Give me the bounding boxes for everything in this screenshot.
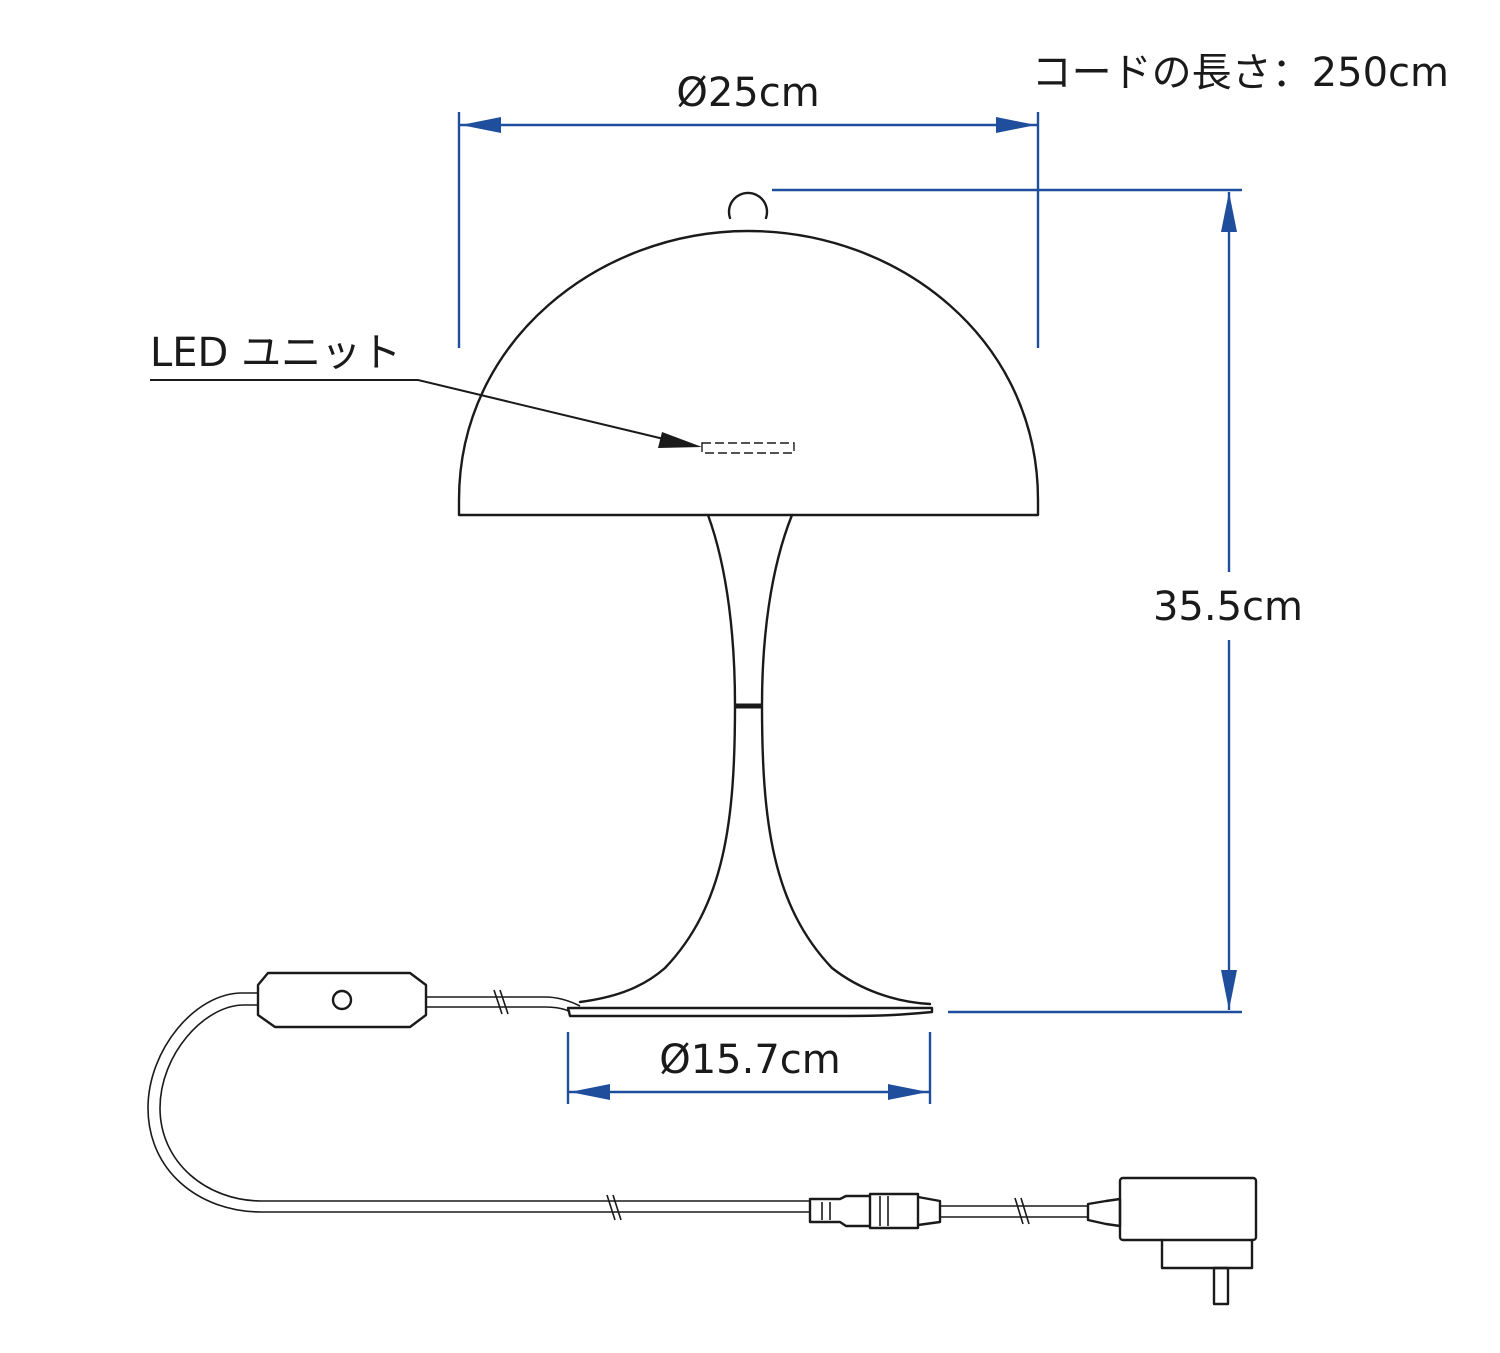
led-unit-label: LED ユニット (150, 330, 401, 376)
power-adapter (1118, 1176, 1258, 1242)
cord-break-2 (606, 1194, 622, 1221)
lamp-shade (457, 229, 1040, 517)
cord-break-1 (493, 989, 509, 1015)
arrow-head (1221, 192, 1237, 232)
led-leader (150, 379, 702, 448)
led-leader-line (150, 379, 669, 441)
arrow-head (888, 1084, 928, 1100)
cord-switch (256, 971, 428, 1029)
cord-break-3 (1014, 1197, 1030, 1225)
adapter-plug-pin (1212, 1266, 1230, 1306)
adapter-cord (940, 1205, 1088, 1218)
led-unit (701, 442, 795, 454)
adapter-strain-relief (1086, 1197, 1122, 1228)
top-knob (727, 191, 769, 220)
arrow-head (461, 117, 501, 133)
lamp-stem-left (578, 513, 737, 1004)
cord-exit (426, 996, 581, 1013)
led-leader-arrow (658, 432, 702, 448)
cord-length-label: コードの長さ：250cm (1032, 50, 1449, 96)
dimension-lines (457, 112, 1242, 1104)
base-diameter-label: Ø15.7cm (659, 1037, 841, 1083)
height-label: 35.5cm (1153, 584, 1303, 630)
arrow-head (570, 1084, 610, 1100)
arrow-head (996, 117, 1036, 133)
shade-diameter-label: Ø25cm (676, 70, 819, 116)
cord-loop-inner (159, 1004, 810, 1202)
switch-button (331, 989, 353, 1011)
adapter-plug-body (1160, 1238, 1254, 1270)
lamp-stem-right (760, 513, 932, 1006)
lamp-drawing (147, 191, 1258, 1306)
cord-connector (808, 1192, 942, 1230)
lamp-base (566, 1006, 934, 1018)
cord-loop (147, 992, 810, 1213)
arrow-head (1221, 970, 1237, 1010)
